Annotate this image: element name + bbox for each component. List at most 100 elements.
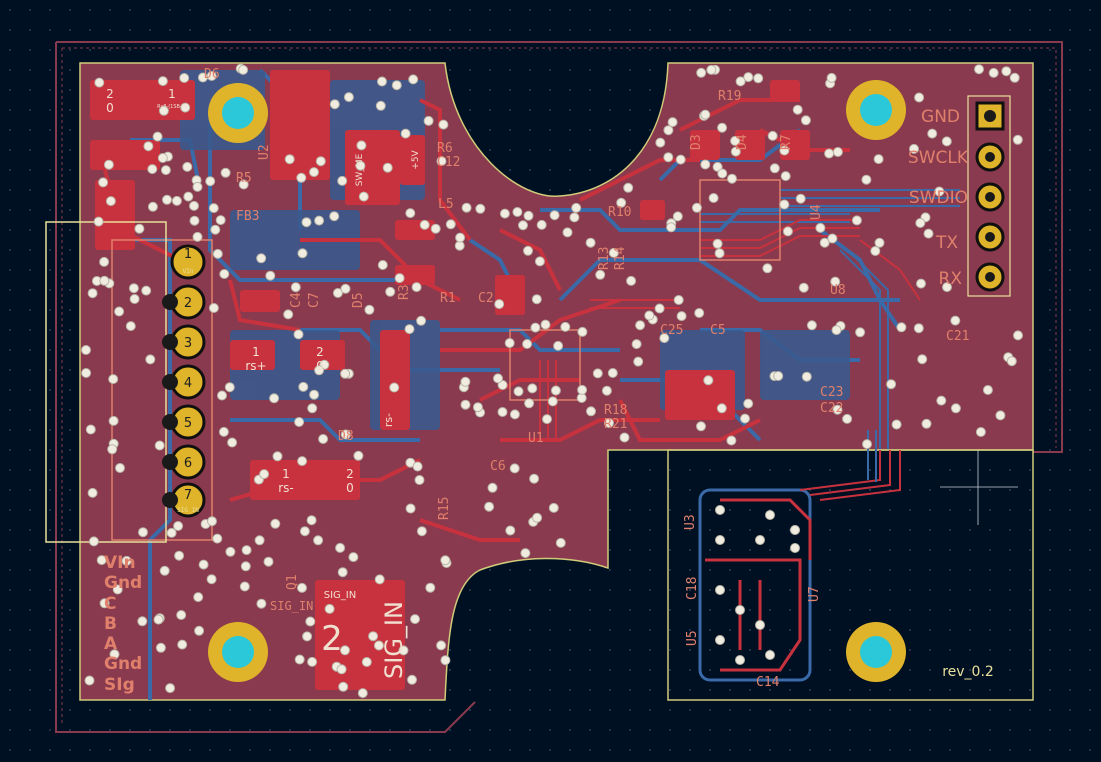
subboard-signals xyxy=(799,450,901,501)
refdes-u3: U3 xyxy=(683,514,698,530)
conn-pin-4[interactable]: 4 xyxy=(170,364,206,400)
svg-text:+5V: +5V xyxy=(411,149,421,169)
debug-label-tx: TX xyxy=(935,233,958,253)
conn-label-gnd1: Gnd xyxy=(104,573,142,593)
courtyard-outline xyxy=(55,41,1063,733)
mount-hole-top-right xyxy=(846,80,906,140)
back-copper-signals xyxy=(700,189,960,450)
svg-text:rs+: rs+ xyxy=(245,359,266,373)
svg-text:1: 1 xyxy=(184,247,192,262)
subboard-front-traces xyxy=(705,498,812,672)
svg-text:1: 1 xyxy=(252,345,260,359)
refdes-d3: D3 xyxy=(689,134,704,150)
svg-text:4: 4 xyxy=(184,376,192,391)
connector-labels: VIn Gnd C B A Gnd SIg xyxy=(104,553,142,695)
svg-text:7: 7 xyxy=(184,488,192,503)
refdes-r7: R7 xyxy=(779,134,794,150)
refdes-r15: R15 xyxy=(437,497,452,520)
debug-pin-rx[interactable] xyxy=(975,262,1005,292)
connector-back-pads xyxy=(162,294,178,508)
svg-text:1: 1 xyxy=(168,87,176,101)
conn-label-gnd2: Gnd xyxy=(104,654,142,674)
refdes-u8: U8 xyxy=(830,283,846,298)
revision-label: rev_0.2 xyxy=(942,664,994,680)
refdes-q1: Q1 xyxy=(285,574,300,590)
refdes-r1: R1 xyxy=(440,291,456,306)
refdes-r6: R6 xyxy=(437,141,453,156)
debug-header: GND SWCLK SWDIO TX RX xyxy=(908,95,1011,297)
svg-text:2: 2 xyxy=(346,467,354,481)
conn-label-c: C xyxy=(104,594,116,614)
refdes-d8: D8 xyxy=(338,429,354,444)
debug-pin-gnd[interactable] xyxy=(975,101,1005,131)
svg-text:Rs8-(1SB-8): Rs8-(1SB-8) xyxy=(157,104,187,110)
refdes-c2: C2 xyxy=(478,291,494,306)
net-label: SIG_IN xyxy=(270,599,313,613)
refdes-c14: C14 xyxy=(756,675,780,690)
subboard-outline xyxy=(667,449,1034,701)
svg-text:rs-: rs- xyxy=(382,413,395,427)
debug-pin-tx[interactable] xyxy=(975,222,1005,252)
refdes-u1: U1 xyxy=(528,431,544,446)
mount-hole-bottom-left xyxy=(208,622,268,682)
svg-text:2: 2 xyxy=(316,345,324,359)
conn-label-vin: VIn xyxy=(104,553,136,573)
connector-silk-box xyxy=(111,239,213,541)
debug-label-swclk: SWCLK xyxy=(908,148,969,168)
conn-label-sig: SIg xyxy=(104,675,135,695)
svg-text:3: 3 xyxy=(184,336,192,351)
debug-pin-swclk[interactable] xyxy=(975,142,1005,172)
sensor-subboard xyxy=(667,430,1034,701)
svg-text:2: 2 xyxy=(184,296,192,311)
mount-hole-top-left xyxy=(208,83,268,143)
conn-label-b: B xyxy=(104,614,117,634)
svg-text:2: 2 xyxy=(106,87,114,101)
refdes-c4: C4 xyxy=(289,292,304,308)
refdes-c5: C5 xyxy=(710,323,726,338)
refdes-u2: U2 xyxy=(257,144,272,160)
refdes-c21: C21 xyxy=(946,329,969,344)
svg-text:SIG_IN: SIG_IN xyxy=(324,590,356,601)
refdes-r3: R3 xyxy=(397,284,412,300)
svg-text:0: 0 xyxy=(316,359,324,373)
refdes-c18: C18 xyxy=(685,577,700,600)
refdes-r18: R18 xyxy=(604,403,627,418)
refdes-c22: C22 xyxy=(820,401,843,416)
mounting-holes xyxy=(208,80,906,682)
debug-pin-swdio[interactable] xyxy=(975,182,1005,212)
svg-text:6: 6 xyxy=(184,456,192,471)
via-field xyxy=(81,63,1023,699)
conn-label-a: A xyxy=(104,634,118,654)
conn-pin-3[interactable]: 3 xyxy=(170,324,206,360)
svg-text:1: 1 xyxy=(282,467,290,481)
svg-text:SW_ME: SW_ME xyxy=(355,153,365,186)
debug-header-outline xyxy=(967,95,1011,297)
refdes-d6: D6 xyxy=(204,67,220,82)
svg-text:0: 0 xyxy=(346,481,354,495)
refdes-r14: R14 xyxy=(613,246,628,270)
refdes-l5: L5 xyxy=(438,197,454,212)
refdes-r10: R10 xyxy=(608,205,631,220)
debug-label-rx: RX xyxy=(939,269,963,289)
refdes-c6: C6 xyxy=(490,459,506,474)
svg-text:SIG_IN: SIG_IN xyxy=(380,601,408,679)
refdes-c12: C12 xyxy=(437,155,460,170)
svg-text:2: 2 xyxy=(321,619,343,659)
refdes-r5: R5 xyxy=(236,171,252,186)
refdes-d5: D5 xyxy=(351,292,366,308)
refdes-u4: U4 xyxy=(809,204,824,220)
u4-body xyxy=(699,179,781,261)
debug-label-gnd: GND xyxy=(921,107,960,127)
refdes-u5: U5 xyxy=(685,630,700,646)
refdes-c23: C23 xyxy=(820,385,843,400)
pad-texts: 2 0 1 Rs8-(1SB-8) SW_ME +5V 1 rs+ 2 0 rs… xyxy=(106,87,421,679)
svg-text:5: 5 xyxy=(184,416,192,431)
refdes-c7: C7 xyxy=(307,292,322,308)
refdes-fb3: FB3 xyxy=(236,209,259,224)
